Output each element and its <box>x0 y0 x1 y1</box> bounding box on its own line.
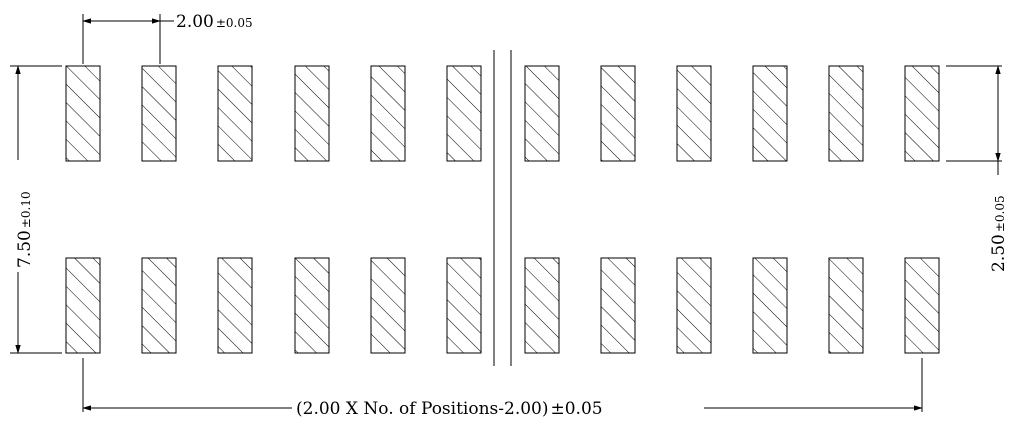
pitch-dimension: 2.00±0.05 <box>82 12 253 64</box>
pad-row1-pos11 <box>828 65 864 162</box>
pad-length-value: 2.50 <box>989 234 1009 272</box>
pad-row1-pos5 <box>370 65 406 162</box>
pitch-tolerance: ±0.05 <box>216 16 253 30</box>
pad-row2-pos5 <box>370 257 406 354</box>
svg-text:2.50±0.05: 2.50 ±0.05 <box>989 195 1009 272</box>
pad-row2-pos11 <box>828 257 864 354</box>
overall-tolerance: ±0.05 <box>551 399 603 419</box>
pad-row2-pos4 <box>294 257 330 354</box>
overall-formula: (2.00 X No. of Positions-2.00) <box>296 399 549 419</box>
row-span-dimension: 7.50 ±0.10 <box>8 65 62 354</box>
pad-row1-pos2 <box>141 65 177 162</box>
pad-row2-pos6 <box>446 257 482 354</box>
row-span-value: 7.50 <box>15 230 35 268</box>
pad-row2-pos7 <box>524 257 560 354</box>
pad-row1-pos7 <box>524 65 560 162</box>
break-lines <box>493 50 512 366</box>
pad-row1-pos1 <box>65 65 101 162</box>
pad-row2-pos10 <box>752 257 788 354</box>
pad-row2-pos3 <box>217 257 253 354</box>
pitch-value: 2.00 <box>176 12 214 32</box>
svg-text:7.50±0.10: 7.50 ±0.10 <box>15 191 35 268</box>
pad-row1-pos10 <box>752 65 788 162</box>
pad-row2-pos2 <box>141 257 177 354</box>
svg-text:(2.00 X No. of Positions-2.00): (2.00 X No. of Positions-2.00)±0.05 <box>296 399 603 419</box>
pads-group <box>65 65 940 354</box>
pad-row1-pos12 <box>904 65 940 162</box>
pad-row2-pos8 <box>600 257 636 354</box>
pad-row1-pos6 <box>446 65 482 162</box>
pad-row1-pos4 <box>294 65 330 162</box>
pad-row2-pos1 <box>65 257 101 354</box>
pad-row2-pos9 <box>676 257 712 354</box>
pad-row1-pos3 <box>217 65 253 162</box>
svg-text:2.00±0.05: 2.00±0.05 <box>176 12 253 32</box>
row-span-tolerance: ±0.10 <box>19 191 33 228</box>
pad-row1-pos8 <box>600 65 636 162</box>
pad-row1-pos9 <box>676 65 712 162</box>
pad-row2-pos12 <box>904 257 940 354</box>
overall-dimension: (2.00 X No. of Positions-2.00)±0.05 <box>82 358 923 420</box>
pad-length-tolerance: ±0.05 <box>993 195 1007 232</box>
pad-length-dimension: 2.50 ±0.05 <box>946 65 1009 272</box>
